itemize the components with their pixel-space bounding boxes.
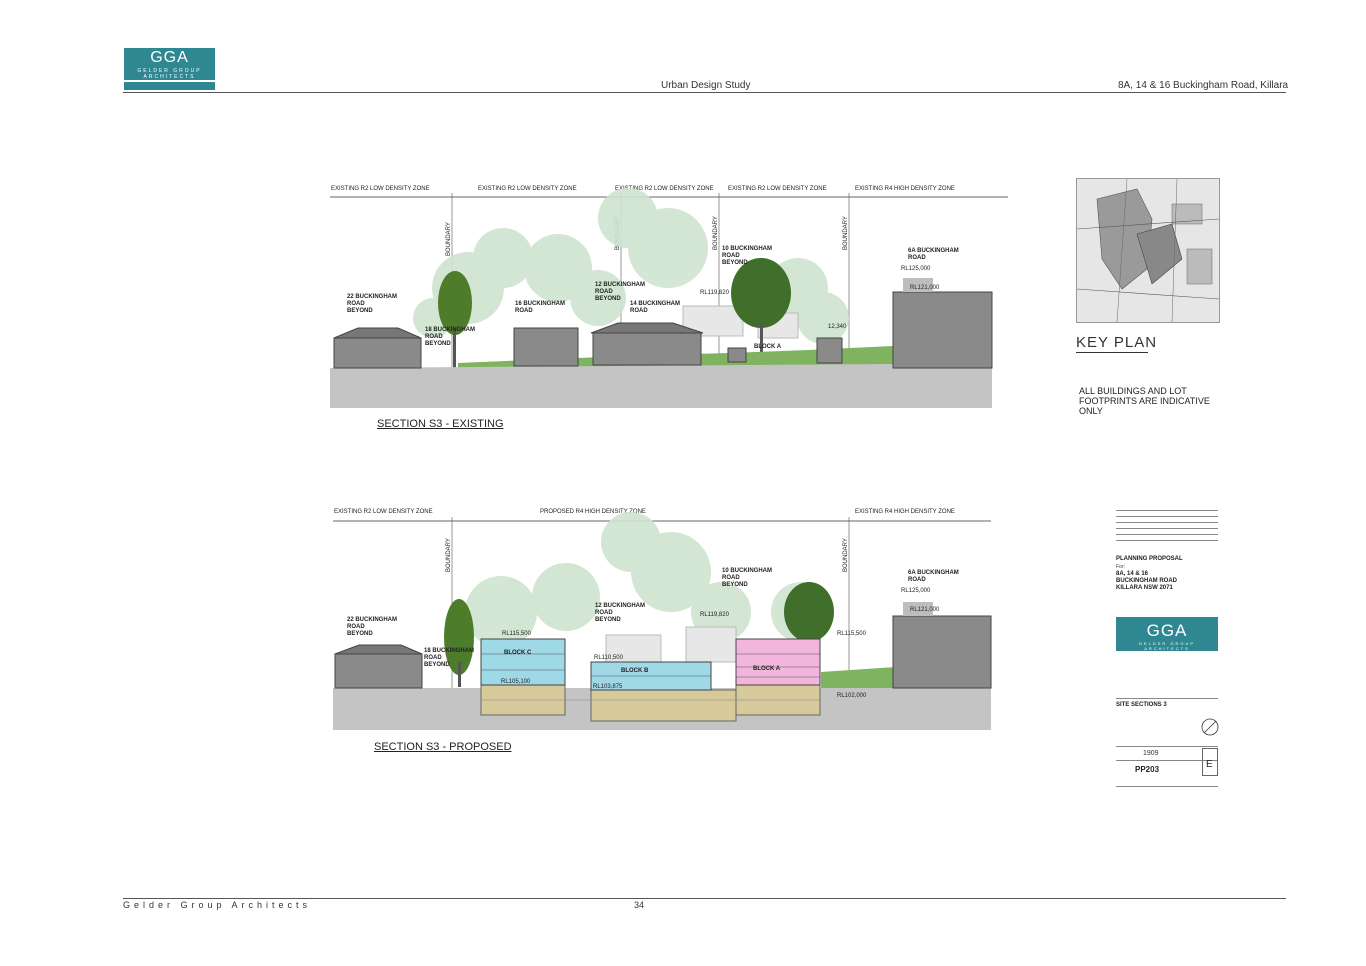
boundary-label: BOUNDARY: [446, 538, 452, 572]
label-6a-buckingham: 6A BUCKINGHAM: [908, 248, 959, 254]
label-line: ROAD: [425, 334, 443, 340]
rl-label: RL115,500: [837, 631, 867, 637]
tb-revision-box: E: [1202, 748, 1218, 776]
label-line: ROAD: [424, 655, 442, 661]
tb-drawing-title: SITE SECTIONS 3: [1116, 702, 1167, 708]
section-existing-title: SECTION S3 - EXISTING: [377, 418, 504, 430]
label-18-buckingham: 18 BUCKINGHAM: [424, 648, 474, 654]
section-proposed-title: SECTION S3 - PROPOSED: [374, 741, 512, 753]
label-line: ROAD: [908, 255, 926, 261]
label-6a-buckingham: 6A BUCKINGHAM: [908, 570, 959, 576]
label-line: BEYOND: [425, 341, 451, 347]
tb-gga-logo: GGA GELDER GROUP ARCHITECTS: [1116, 617, 1218, 651]
page-number: 34: [634, 900, 645, 910]
label-line: ROAD: [347, 624, 365, 630]
section-proposed-drawing: EXISTING R2 LOW DENSITY ZONE PROPOSED R4…: [333, 509, 992, 730]
label-line: ROAD: [722, 575, 740, 581]
label-line: ROAD: [595, 289, 613, 295]
key-plan-title: KEY PLAN: [1076, 334, 1158, 351]
label-22-buckingham: 22 BUCKINGHAM: [347, 294, 397, 300]
logo-bar: [124, 80, 215, 90]
header-rule: [123, 92, 1286, 93]
zone-label: EXISTING R2 LOW DENSITY ZONE: [615, 186, 714, 192]
project-address: 8A, 14 & 16 Buckingham Road, Killara: [1118, 80, 1289, 91]
tb-drawing-number: PP203: [1135, 765, 1160, 774]
tb-revision: E: [1206, 759, 1213, 770]
tb-logo-subtext: GELDER GROUP ARCHITECTS: [1138, 641, 1196, 651]
north-arrow-icon: [1201, 718, 1219, 736]
label-line: BEYOND: [424, 662, 450, 668]
logo-text: GGA: [150, 49, 189, 66]
indicative-note: ALL BUILDINGS AND LOT FOOTPRINTS ARE IND…: [1079, 386, 1210, 416]
label-line: ROAD: [630, 308, 648, 314]
tb-project-number: 1909: [1143, 750, 1159, 757]
section-existing-drawing: EXISTING R2 LOW DENSITY ZONE EXISTING R2…: [330, 186, 1008, 408]
rl-label: RL105,100: [501, 679, 531, 685]
label-16-buckingham: 16 BUCKINGHAM: [515, 301, 565, 307]
tb-logo-text: GGA: [1146, 621, 1188, 640]
key-plan-illustration: [1076, 178, 1220, 323]
label-line: BEYOND: [595, 617, 621, 623]
zone-label: EXISTING R2 LOW DENSITY ZONE: [331, 186, 430, 192]
zone-label: EXISTING R2 LOW DENSITY ZONE: [478, 186, 577, 192]
rl-label: RL119,820: [700, 612, 730, 618]
rl-label: RL115,500: [502, 631, 532, 637]
tb-address-line: BUCKINGHAM ROAD: [1116, 578, 1177, 584]
tb-project-heading: PLANNING PROPOSAL: [1116, 556, 1183, 562]
rl-label: RL102,000: [837, 693, 867, 699]
footer-company: Gelder Group Architects: [123, 900, 312, 910]
tb-address-line: 8A, 14 & 16: [1116, 571, 1149, 577]
zone-label: EXISTING R2 LOW DENSITY ZONE: [728, 186, 827, 192]
label-18-buckingham: 18 BUCKINGHAM: [425, 327, 475, 333]
label-block-c: BLOCK C: [504, 650, 532, 656]
label-10-buckingham: 10 BUCKINGHAM: [722, 246, 772, 252]
tb-for-label: For:: [1116, 564, 1125, 570]
rl-label: RL121,000: [910, 285, 940, 291]
rl-label: RL125,000: [901, 588, 931, 594]
label-line: BEYOND: [595, 296, 621, 302]
label-line: ROAD: [722, 253, 740, 259]
zone-label: PROPOSED R4 HIGH DENSITY ZONE: [540, 509, 646, 515]
rl-label: RL103,875: [593, 684, 623, 690]
rl-label: RL119,820: [700, 290, 730, 296]
label-14-buckingham: 14 BUCKINGHAM: [630, 301, 680, 307]
label-12-buckingham: 12 BUCKINGHAM: [595, 603, 645, 609]
logo-subtext: GELDER GROUP ARCHITECTS: [137, 68, 202, 80]
title-block: PLANNING PROPOSAL For: 8A, 14 & 16 BUCKI…: [1116, 510, 1219, 788]
zone-label: EXISTING R4 HIGH DENSITY ZONE: [855, 509, 955, 515]
boundary-label: BOUNDARY: [843, 216, 849, 250]
key-plan-map: [1076, 178, 1220, 323]
footer-rule: [123, 898, 1286, 899]
label-line: ROAD: [347, 301, 365, 307]
rl-label: RL121,000: [910, 607, 940, 613]
label-10-buckingham: 10 BUCKINGHAM: [722, 568, 772, 574]
label-line: BEYOND: [347, 308, 373, 314]
zone-label: EXISTING R4 HIGH DENSITY ZONE: [855, 186, 955, 192]
label-line: BEYOND: [347, 631, 373, 637]
rl-label: 12,340: [828, 324, 847, 330]
label-line: BEYOND: [722, 260, 748, 266]
rl-label: RL110,500: [594, 655, 624, 661]
boundary-label: BOUNDARY: [843, 538, 849, 572]
label-line: ROAD: [908, 577, 926, 583]
key-plan-underline: [1076, 352, 1148, 353]
boundary-label: BOUNDARY: [446, 222, 452, 256]
document-title: Urban Design Study: [661, 80, 751, 91]
label-line: BEYOND: [722, 582, 748, 588]
label-block-b: BLOCK B: [621, 668, 649, 674]
zone-label: EXISTING R2 LOW DENSITY ZONE: [334, 509, 433, 515]
label-line: ROAD: [595, 610, 613, 616]
boundary-label: BOUNDARY: [713, 216, 719, 250]
label-line: ROAD: [515, 308, 533, 314]
label-block-a: BLOCK A: [753, 666, 781, 672]
label-12-buckingham: 12 BUCKINGHAM: [595, 282, 645, 288]
tb-address-line: KILLARA NSW 2071: [1116, 585, 1173, 591]
rl-label: RL125,000: [901, 266, 931, 272]
label-22-buckingham: 22 BUCKINGHAM: [347, 617, 397, 623]
gga-logo: GGA GELDER GROUP ARCHITECTS: [124, 48, 215, 90]
label-block-a: BLOCK A: [754, 344, 782, 350]
